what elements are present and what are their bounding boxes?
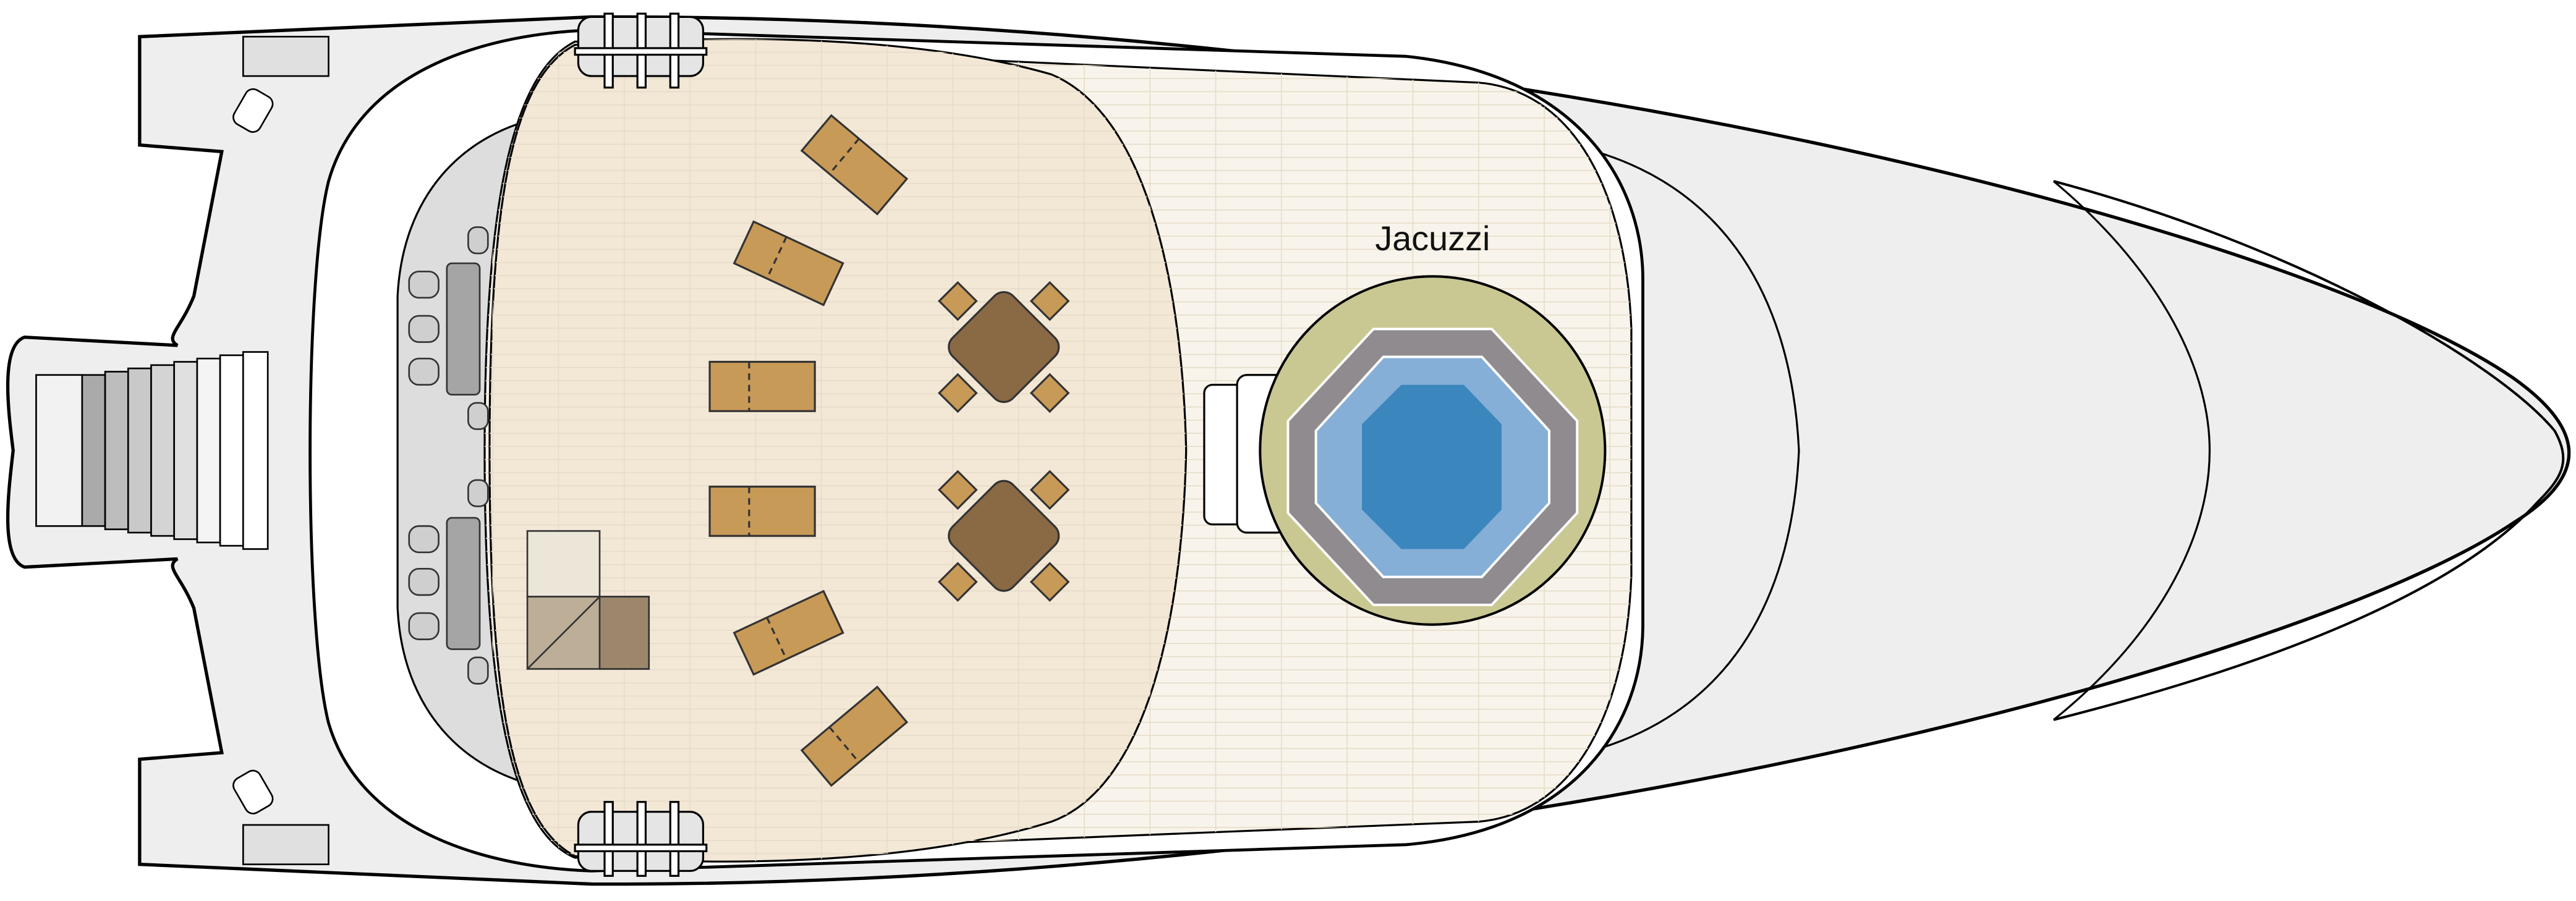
side-stairs (232, 35, 329, 866)
lounge-seating (408, 226, 489, 685)
jacuzzi-label: Jacuzzi (1375, 219, 1490, 258)
foredeck-line-2 (2052, 180, 2211, 721)
foredeck-line (1544, 139, 1800, 762)
railing-top (574, 12, 708, 89)
sun-lounger (733, 590, 844, 676)
sun-lounger (800, 114, 909, 216)
bow-inner-line (2053, 180, 2565, 721)
railing-bottom (574, 801, 708, 877)
sun-lounger (708, 485, 816, 537)
sun-lounger (708, 360, 816, 412)
sun-lounger (733, 220, 844, 307)
dining-table (938, 470, 1070, 602)
stern-stairs (35, 351, 269, 550)
jacuzzi (1259, 275, 1607, 626)
sun-lounger (800, 685, 909, 787)
sun-loungers (708, 114, 909, 787)
dining-table (938, 281, 1070, 413)
deck-stairway (526, 530, 650, 670)
